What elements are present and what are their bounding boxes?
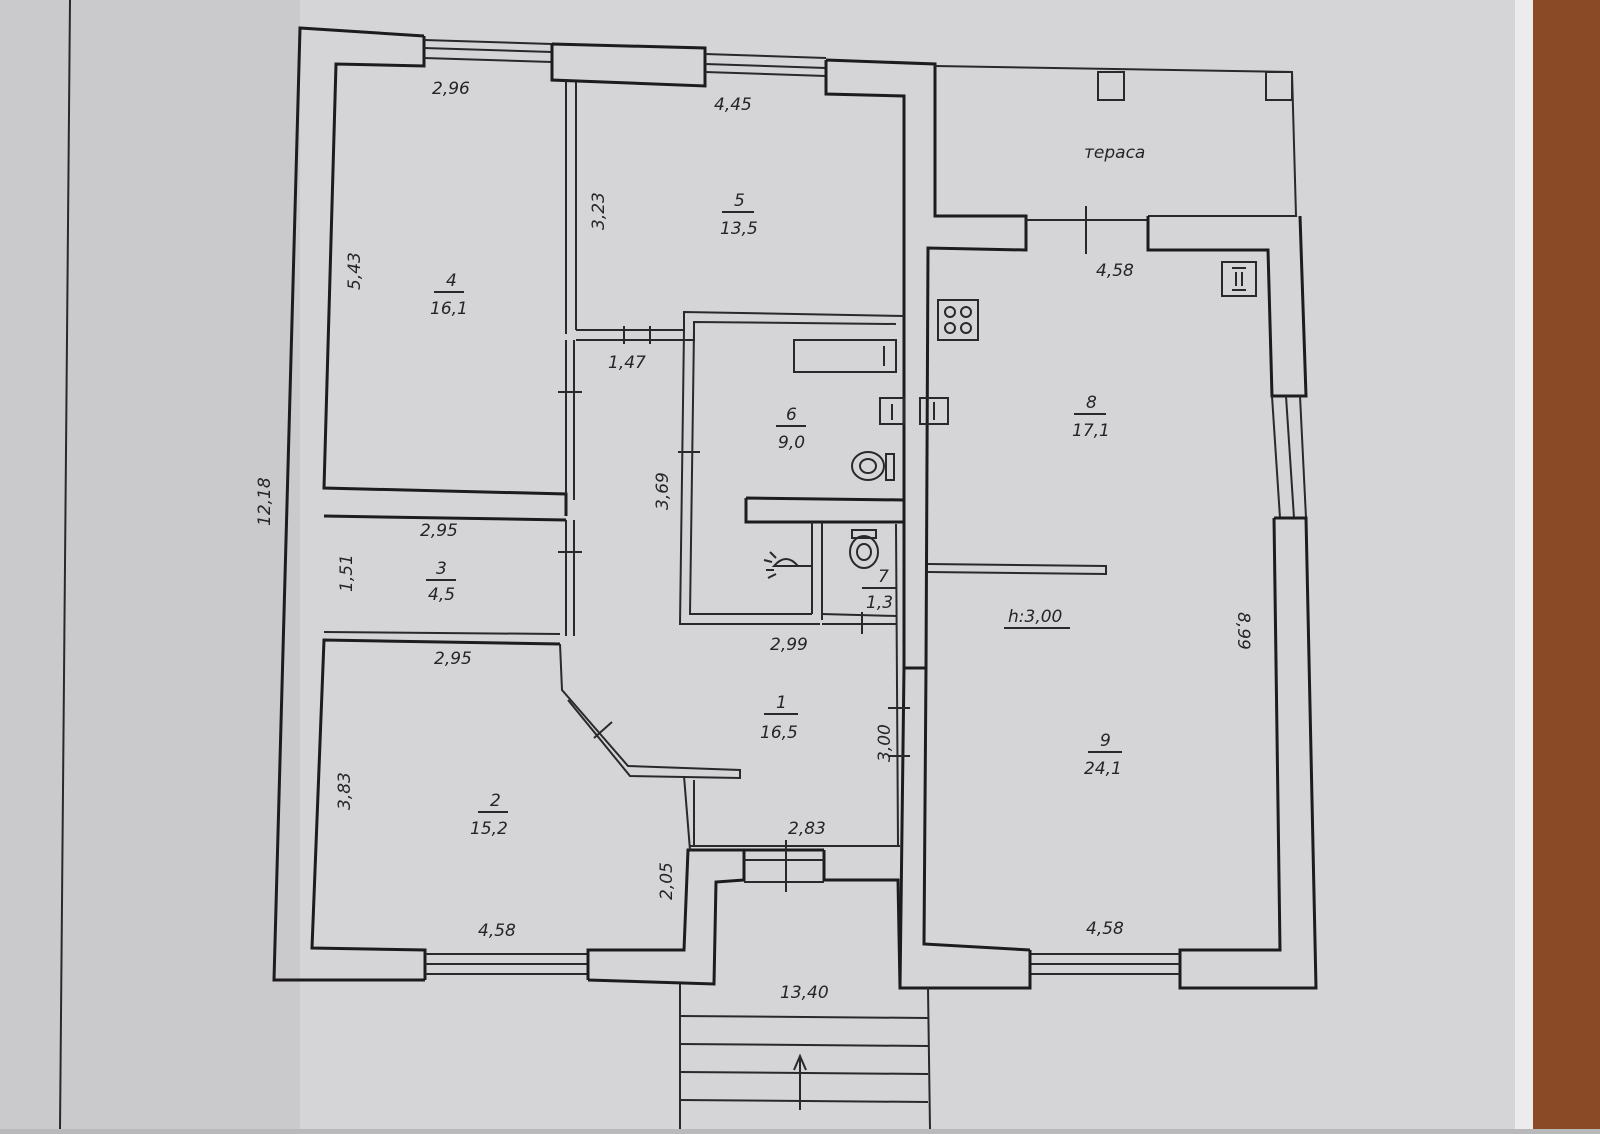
- ceiling-height-label: h:3,00: [1008, 607, 1062, 627]
- stove-icon: [937, 299, 979, 341]
- room-number: 5: [734, 191, 745, 211]
- fixtures: [763, 261, 1257, 579]
- dim-room2-width-top: 2,95: [434, 649, 472, 669]
- boiler-icon: [1221, 261, 1257, 297]
- shower-lamp-icon: [763, 551, 812, 579]
- dim-room3-height: 1,51: [337, 554, 357, 592]
- dim-living-height: 8,99: [1233, 612, 1253, 650]
- toilet-icon-2: [849, 529, 879, 569]
- room-5: 5 13,5: [720, 191, 758, 239]
- room-area: 13,5: [720, 219, 758, 239]
- dim-room4-width: 2,96: [432, 79, 470, 99]
- terrace-label: тераса: [1084, 143, 1145, 163]
- room-1: 1 16,5: [760, 693, 798, 743]
- sink-icon: [879, 397, 905, 425]
- room-number: 8: [1086, 393, 1097, 413]
- dim-overall-height: 12,18: [255, 477, 275, 526]
- dim-room3-width: 2,95: [420, 521, 458, 541]
- dim-living-width: 4,58: [1086, 919, 1124, 939]
- dim-hall-width-top: 2,99: [770, 635, 808, 655]
- room-number: 3: [436, 559, 447, 579]
- room-number: 2: [490, 791, 501, 811]
- room-9: 9 24,1: [1084, 731, 1122, 779]
- terrace-text: тераса: [1084, 143, 1145, 163]
- dim-room2-width-bottom: 4,58: [478, 921, 516, 941]
- bathtub-icon: [793, 339, 897, 373]
- room-8: 8 17,1: [1072, 393, 1110, 441]
- dim-room5-height: 3,23: [589, 192, 609, 230]
- room-area: 15,2: [470, 819, 508, 839]
- outer-walls: [272, 26, 1318, 1130]
- dim-kitchen-width: 4,58: [1096, 261, 1134, 281]
- dimensions: 2,96 5,43 4,45 3,23 1,47 3,69 2,95 1,51 …: [255, 79, 1253, 1003]
- room-area: 16,5: [760, 723, 798, 743]
- room-number: 4: [446, 271, 457, 291]
- dim-corridor-width: 1,47: [608, 353, 646, 373]
- dim-overall-width: 13,40: [780, 983, 829, 1003]
- room-area: 17,1: [1072, 421, 1110, 441]
- room-number: 9: [1100, 731, 1111, 751]
- room-3: 3 4,5: [426, 559, 456, 605]
- room-area: 16,1: [430, 299, 468, 319]
- dim-corridor-height: 3,69: [653, 472, 673, 510]
- interior-walls: [323, 80, 1107, 851]
- dim-room5-width: 4,45: [714, 95, 752, 115]
- margin-line: [59, 0, 71, 1130]
- dim-hall-height: 3,00: [875, 724, 895, 762]
- kitchen-sink-icon: [919, 397, 949, 425]
- room-6: 6 9,0: [776, 405, 806, 453]
- room-area: 9,0: [778, 433, 805, 453]
- dim-hall-width-bottom: 2,83: [788, 819, 826, 839]
- paper-shadow: [0, 0, 300, 1129]
- dim-room2-height: 3,83: [335, 772, 355, 810]
- dim-room2-side: 2,05: [657, 862, 677, 900]
- room-2: 2 15,2: [470, 791, 508, 839]
- dim-room4-height: 5,43: [345, 252, 365, 290]
- room-number: 7: [878, 567, 889, 587]
- room-7: 7 1,3: [862, 567, 896, 613]
- room-area: 24,1: [1084, 759, 1122, 779]
- toilet-icon: [851, 451, 895, 481]
- room-4: 4 16,1: [430, 271, 468, 319]
- paper-margin: [1515, 0, 1533, 1129]
- room-area: 1,3: [866, 593, 893, 613]
- room-number: 1: [776, 693, 787, 713]
- room-area: 4,5: [428, 585, 455, 605]
- wooden-edge: [1530, 0, 1600, 1129]
- room-number: 6: [786, 405, 797, 425]
